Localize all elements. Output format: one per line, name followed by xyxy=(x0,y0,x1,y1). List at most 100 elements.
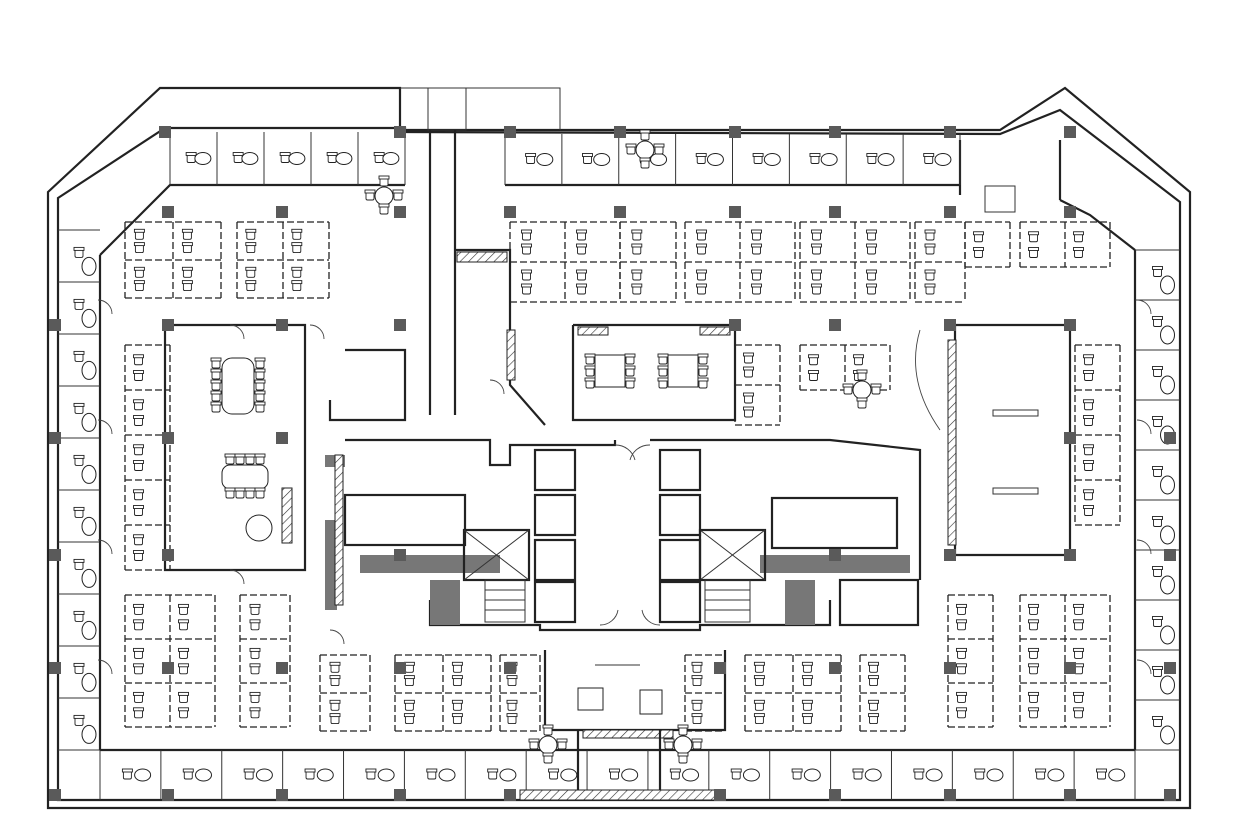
column-marker xyxy=(944,662,956,674)
chair-icon xyxy=(249,663,261,675)
column-marker xyxy=(49,549,61,561)
chair-icon xyxy=(751,229,762,241)
desk-icon xyxy=(382,152,400,165)
column-marker xyxy=(944,549,956,561)
chair-icon xyxy=(291,280,303,292)
chair-icon xyxy=(1152,466,1163,477)
desk-icon xyxy=(621,768,639,782)
chair-icon xyxy=(624,353,636,365)
chair-icon xyxy=(1152,566,1163,577)
chair-icon xyxy=(956,691,967,703)
chair-icon xyxy=(730,768,742,780)
chair-icon xyxy=(329,713,341,725)
chair-icon xyxy=(1152,666,1163,677)
desk-icon xyxy=(742,768,760,782)
chair-icon xyxy=(329,699,341,711)
chair-icon xyxy=(245,228,257,240)
conference-room-center xyxy=(571,323,737,422)
table-icon xyxy=(538,735,558,755)
chair-icon xyxy=(853,354,864,366)
chair-icon xyxy=(451,675,463,687)
chair-icon xyxy=(808,354,819,366)
chair-icon xyxy=(1152,516,1163,527)
column-marker xyxy=(162,789,174,801)
chair-icon xyxy=(791,768,803,780)
chair-icon xyxy=(870,383,882,395)
chair-icon xyxy=(73,402,85,414)
chair-icon xyxy=(210,368,222,380)
chair-icon xyxy=(753,713,765,725)
chair-icon xyxy=(697,353,709,365)
break-area-south xyxy=(519,650,727,801)
desk-icon xyxy=(134,768,152,782)
chair-icon xyxy=(244,453,256,465)
elevator-bank-east xyxy=(658,448,702,624)
desk-icon xyxy=(925,768,943,782)
chair-icon xyxy=(695,153,707,164)
chair-icon xyxy=(73,610,85,622)
workstation-cluster xyxy=(1019,594,1111,728)
chair-icon xyxy=(210,357,222,369)
structural-columns xyxy=(49,126,1176,801)
column-marker xyxy=(394,789,406,801)
chair-icon xyxy=(1028,707,1039,719)
chair-icon xyxy=(121,768,133,780)
chair-icon xyxy=(657,365,669,377)
chair-icon xyxy=(852,768,864,780)
chair-icon xyxy=(809,153,821,164)
column-marker xyxy=(159,126,171,138)
chair-icon xyxy=(753,675,765,687)
chair-icon xyxy=(956,647,967,659)
chair-icon xyxy=(254,368,266,380)
column-marker xyxy=(1064,549,1076,561)
desk-icon xyxy=(1047,768,1065,782)
desk-icon xyxy=(934,153,952,166)
chair-icon xyxy=(73,714,85,726)
door-swing xyxy=(97,539,113,555)
chair-icon xyxy=(451,699,463,711)
chair-icon xyxy=(624,377,636,389)
chair-icon xyxy=(691,699,703,711)
chair-icon xyxy=(249,707,261,719)
column-marker xyxy=(729,206,741,218)
chair-icon xyxy=(677,752,689,764)
chair-icon xyxy=(868,713,879,725)
chair-icon xyxy=(973,231,984,243)
chair-icon xyxy=(133,489,144,501)
chair-icon xyxy=(1073,647,1084,659)
chair-icon xyxy=(1152,266,1163,277)
chair-icon xyxy=(691,713,703,725)
chair-icon xyxy=(329,675,341,687)
column-marker xyxy=(1164,549,1176,561)
stair-west xyxy=(484,579,526,623)
desk-icon xyxy=(877,153,895,166)
chair-icon xyxy=(521,269,532,281)
chair-icon xyxy=(521,229,532,241)
chair-icon xyxy=(697,365,709,377)
chair-icon xyxy=(133,603,144,615)
desk-icon xyxy=(706,153,724,166)
workstation-cluster xyxy=(799,344,891,391)
chair-icon xyxy=(244,487,256,499)
chair-icon xyxy=(866,283,877,295)
chair-icon xyxy=(1152,716,1163,727)
chair-icon xyxy=(234,487,246,499)
chair-icon xyxy=(1152,416,1163,427)
door-swing xyxy=(1136,659,1152,675)
chair-icon xyxy=(254,487,266,499)
desk-icon xyxy=(560,768,578,782)
chair-icon xyxy=(254,379,266,391)
table-icon xyxy=(374,186,394,206)
desk-icon xyxy=(81,620,97,640)
chair-icon xyxy=(924,283,936,295)
chair-icon xyxy=(249,647,261,659)
chair-icon xyxy=(753,699,765,711)
chair-icon xyxy=(801,661,813,673)
chair-icon xyxy=(451,661,463,673)
door-swing xyxy=(229,324,245,340)
chair-icon xyxy=(245,242,257,254)
workstation-cluster xyxy=(239,594,291,728)
chair-icon xyxy=(254,390,266,402)
workstation-cluster xyxy=(914,221,966,303)
desk-icon xyxy=(288,152,306,165)
